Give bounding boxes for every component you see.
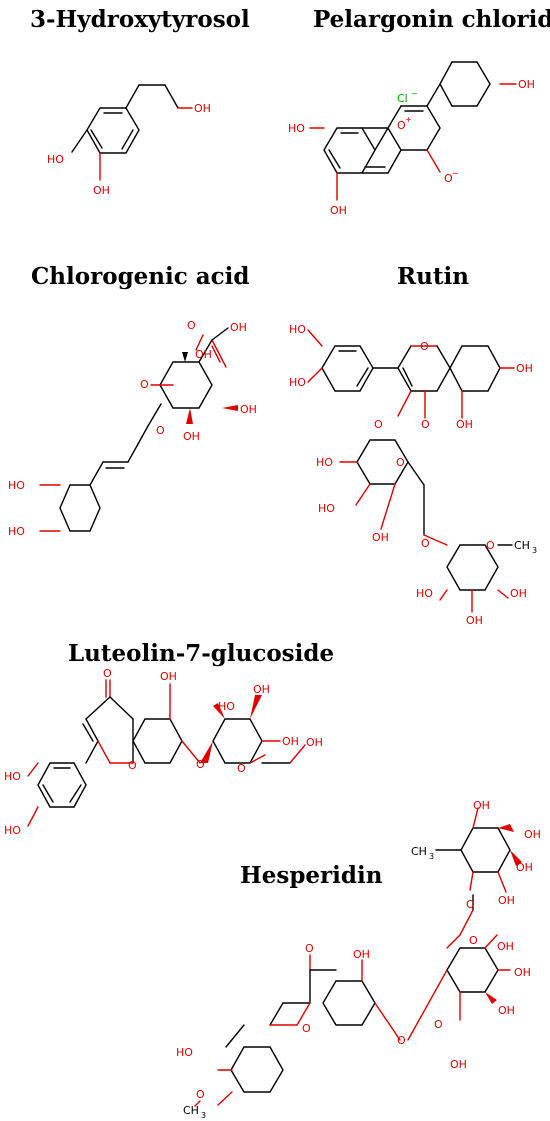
atom-oh-label: HO	[318, 502, 335, 515]
atom-oxygen-label: O	[396, 456, 405, 469]
atom-oh-label: OH	[93, 184, 110, 197]
atom-oh-label: HO	[8, 525, 25, 538]
atom-oh-label: HO	[289, 323, 306, 336]
atom-oh-label: OH	[466, 614, 483, 627]
structure-hesperidin: OH OH OH OH O CH 3 O OH OH OH OH O O O O…	[176, 799, 541, 1120]
atom-chloride-label: Cl	[397, 92, 408, 105]
title-chlorogenic-acid: Chlorogenic acid	[31, 263, 249, 290]
atom-oh-label: HO	[176, 1046, 193, 1059]
atom-oh-label: OH	[510, 587, 527, 600]
atom-oh-label: HO	[4, 770, 21, 783]
structure-chlorogenic-acid: OH O OH O O OH OH HO HO	[8, 319, 257, 538]
atom-oh-label: OH	[514, 966, 531, 979]
title-luteolin-glucoside: Luteolin-7-glucoside	[68, 640, 334, 667]
structure-hydroxytyrosol: OH HO OH	[47, 84, 211, 197]
atom-oh-label: OH	[456, 418, 473, 431]
atom-oxygen-label: O	[421, 418, 430, 431]
atom-oh-label: OH	[516, 362, 533, 375]
atom-oxygen-label: O	[434, 1018, 443, 1031]
atom-methyl-label: CH	[411, 845, 427, 858]
atom-charge-minus: −	[411, 89, 418, 98]
atom-methyl-subscript: 3	[532, 546, 537, 555]
atom-oxygen-label: O	[421, 537, 430, 550]
atom-methyl-subscript: 3	[429, 852, 434, 861]
atom-methyl-subscript: 3	[201, 1111, 206, 1120]
atom-oh-label: OH	[498, 1004, 515, 1017]
atom-oh-label: OH	[516, 861, 533, 874]
atom-oh-label: OH	[372, 531, 389, 544]
atom-oh-label: OH	[306, 736, 323, 749]
structure-luteolin-glucoside: HO HO O OH O O HO OH OH O OH	[4, 667, 323, 837]
atom-oxygen-label: O	[466, 898, 475, 911]
atom-oxygen-label: O	[374, 418, 383, 431]
atom-oxygen-label: O	[103, 667, 112, 680]
atom-oxygen-label: O	[469, 934, 478, 947]
atom-oxygen-label: O	[302, 1022, 311, 1035]
atom-oxygen-label: O	[128, 759, 137, 772]
atom-oh-label: OH	[518, 78, 535, 91]
atom-oxygen-label: O	[486, 539, 495, 552]
atom-oh-label: OH	[524, 828, 541, 841]
atom-oh-label: OH	[282, 735, 299, 748]
atom-oh-label: HO	[47, 153, 64, 166]
atom-oh-label: OH	[194, 102, 211, 115]
atom-methyl-label: CH	[183, 1104, 199, 1117]
title-hydroxytyrosol: 3-Hydroxytyrosol	[30, 6, 250, 33]
atom-oh-label: HO	[289, 376, 306, 389]
atom-oh-label: OH	[473, 799, 490, 812]
atom-oh-label: OH	[183, 430, 200, 443]
atom-oxygen-label: O	[237, 762, 246, 775]
atom-oh-label: OH	[230, 321, 247, 334]
atom-oh-label: HO	[416, 587, 433, 600]
atom-oh-label: HO	[8, 479, 25, 492]
atom-oh-label: OH	[160, 670, 177, 683]
atom-oh-label: OH	[497, 940, 514, 953]
atom-oh-label: OH	[195, 348, 212, 361]
atom-oh-label: HO	[4, 824, 21, 837]
atom-oxygen-label: O	[156, 424, 165, 437]
title-hesperidin: Hesperidin	[240, 862, 383, 889]
atom-oh-label: HO	[218, 700, 235, 713]
atom-oxygen-label: O	[196, 758, 205, 771]
atom-oxygen-label: O	[397, 119, 406, 132]
atom-oxygen-label: O	[140, 378, 149, 391]
atom-oh-label: HO	[288, 122, 305, 135]
atom-oh-label: HO	[316, 456, 333, 469]
atom-oh-label: OH	[498, 894, 515, 907]
atom-oh-label: OH	[240, 403, 257, 416]
atom-methyl-label: CH	[514, 539, 530, 552]
atom-oxygen-label: O	[305, 942, 314, 955]
atom-charge-plus: +	[405, 115, 412, 124]
atom-oh-label: OH	[450, 1058, 467, 1071]
title-rutin: Rutin	[397, 263, 469, 290]
atom-oh-label: OH	[353, 948, 370, 961]
title-pelargonin: Pelargonin chloride	[313, 6, 550, 33]
atom-oxygen-label: O	[444, 172, 453, 185]
atom-oxygen-label: O	[187, 319, 196, 332]
atom-oh-label: OH	[330, 204, 347, 217]
atom-oxygen-label: O	[420, 340, 429, 353]
structure-rutin: HO HO O OH O OH O O HO HO OH O O CH 3 HO…	[289, 323, 537, 627]
structure-pelargonin: HO OH O + O − OH Cl −	[288, 61, 535, 217]
atom-oxygen-label: O	[196, 1088, 205, 1101]
atom-oh-label: OH	[253, 683, 270, 696]
atom-oxygen-label: O	[397, 1034, 406, 1047]
atom-charge-minus: −	[452, 169, 459, 178]
